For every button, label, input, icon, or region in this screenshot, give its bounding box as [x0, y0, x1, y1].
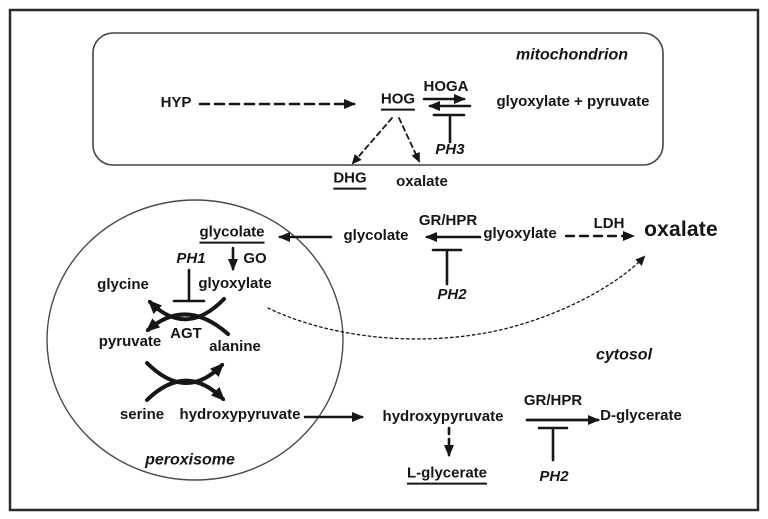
agt-alanine-to-pyruvate-arc — [145, 312, 230, 336]
agt-serine-to-hydroxypyruvate-arc — [145, 378, 226, 402]
glyoxylate-peroxisome-label: glyoxylate — [198, 275, 272, 293]
ph2-inhibition-bar-1 — [431, 248, 463, 286]
go-enzyme-label: GO — [243, 250, 267, 268]
agt-glyoxylate-to-glycine-arc — [147, 297, 226, 322]
glycine-label: glycine — [97, 276, 149, 294]
hoga-enzyme-label: HOGA — [423, 78, 469, 96]
mitochondrion-outline — [92, 32, 664, 166]
grhpr-enzyme-label-1: GR/HPR — [418, 212, 478, 230]
cytosol-label: cytosol — [595, 346, 653, 364]
grhpr-enzyme-label-2: GR/HPR — [523, 392, 583, 410]
dhg-label: DHG — [333, 170, 367, 190]
hydroxypyruvate-peroxisome-label: hydroxypyruvate — [179, 406, 301, 424]
ph3-inhibition-bar — [432, 113, 466, 144]
peroxisome-outline — [46, 199, 344, 481]
glycolate-peroxisome-label: glycolate — [199, 224, 265, 244]
glycolate-cytosol-label: glycolate — [343, 227, 409, 245]
alanine-label: alanine — [209, 338, 261, 356]
hog-to-oxalate-dashed-arrow — [398, 117, 420, 163]
mitochondrion-label: mitochondrion — [516, 46, 628, 64]
ph2-label-1: PH2 — [437, 286, 467, 304]
serine-label: serine — [119, 406, 165, 424]
d-glycerate-label: D-glycerate — [600, 407, 682, 425]
oxalate-mito-label: oxalate — [396, 173, 448, 191]
l-glycerate-label: L-glycerate — [406, 465, 488, 485]
ph2-label-2: PH2 — [539, 468, 569, 486]
figure-border — [8, 8, 760, 512]
hydroxypyruvate-cytosol-label: hydroxypyruvate — [382, 408, 504, 426]
hyp-label: HYP — [160, 94, 192, 112]
peroxisome-glyoxylate-to-oxalate-dotted-arrow — [267, 255, 646, 340]
ph2-inhibition-bar-2 — [537, 426, 569, 462]
pyruvate-label: pyruvate — [98, 333, 162, 351]
ph3-label: PH3 — [435, 141, 465, 159]
glyoxylate-pyruvate-label: glyoxylate + pyruvate — [496, 93, 650, 111]
hog-label: HOG — [380, 91, 416, 111]
glyoxylate-cytosol-label: glyoxylate — [483, 225, 557, 243]
agt-enzyme-label: AGT — [170, 325, 202, 343]
ph1-label: PH1 — [176, 250, 206, 268]
oxalate-cytosol-label: oxalate — [644, 217, 718, 241]
ph1-inhibition-bar — [172, 268, 206, 303]
agt-pyruvate-to-alanine-arc — [145, 361, 225, 385]
ldh-enzyme-label: LDH — [593, 215, 625, 233]
hog-to-dhg-dashed-arrow — [351, 117, 393, 165]
peroxisome-label: peroxisome — [145, 451, 235, 469]
